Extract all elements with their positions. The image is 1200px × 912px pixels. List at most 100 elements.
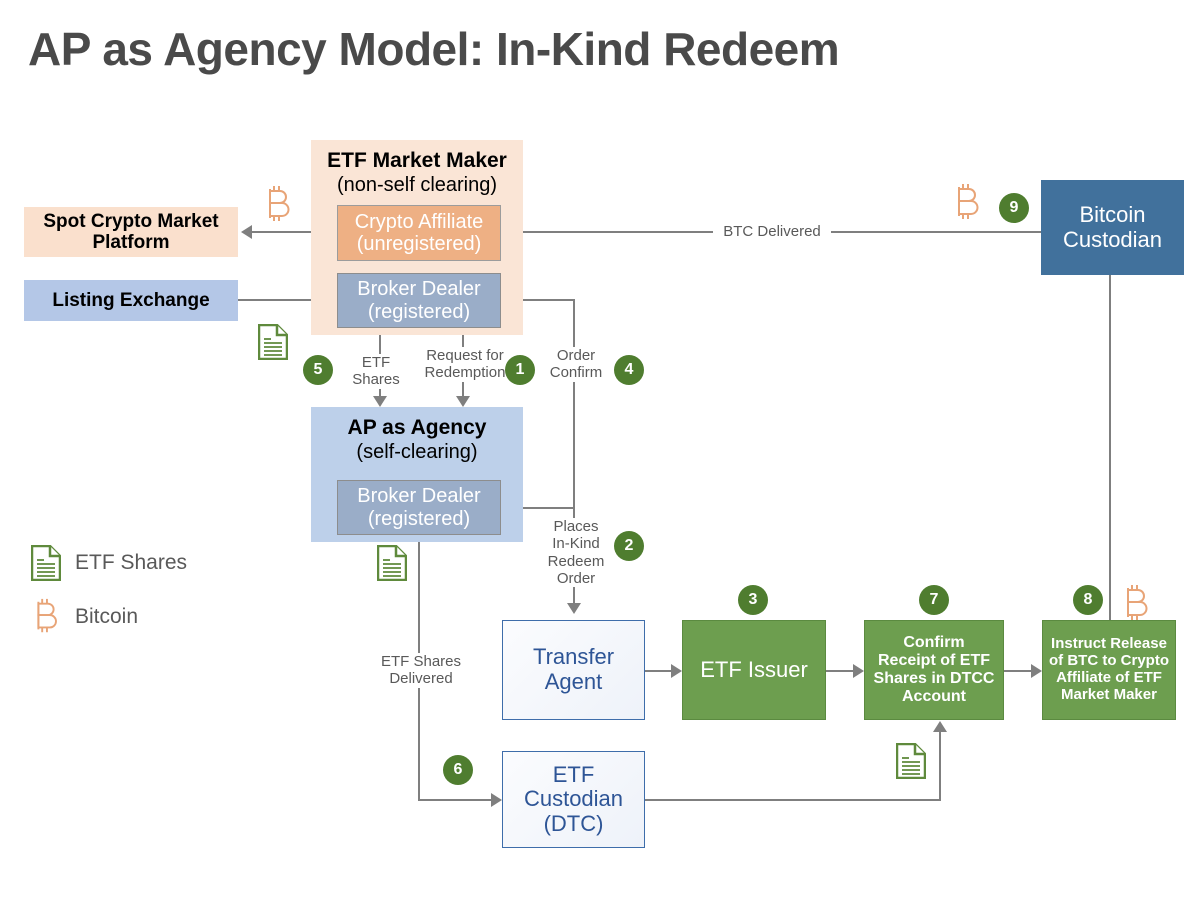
places-line3: Redeem [547,552,605,570]
ap-broker-dealer-line2: (registered) [367,507,471,530]
bitcoin-icon-near-mm [269,186,290,221]
arrowhead-confirm-receipt [853,664,864,678]
transfer-agent-line1: Transfer [532,644,615,670]
edge-transfer-agent-to-etf-issuer [645,670,671,672]
bitcoin-icon-near-instruct-release [1127,585,1148,620]
etf-custodian-line2: Custodian [523,786,624,812]
step-badge-7: 7 [919,585,949,615]
step-badge-8: 8 [1073,585,1103,615]
arrowhead-ap-etf-shares [373,396,387,407]
arrowhead-instruct-release [1031,664,1042,678]
transfer-agent-line2: Agent [544,669,603,694]
document-icon-legend [31,545,61,581]
node-instruct-release[interactable]: Instruct Release of BTC to Crypto Affili… [1042,620,1176,720]
places-line4: Order [556,569,596,587]
node-etf-custodian[interactable]: ETF Custodian (DTC) [502,751,645,848]
step-badge-6: 6 [443,755,473,785]
node-spot-crypto-market-platform[interactable]: Spot Crypto Market Platform [24,207,238,257]
arrowhead-confirm-receipt-bottom [933,721,947,732]
legend-item-bitcoin: Bitcoin [31,597,138,637]
mm-broker-dealer-line2: (registered) [367,300,471,323]
step-5-number: 5 [313,361,323,378]
etf-custodian-line3: (DTC) [543,810,604,836]
crypto-affiliate-line2: (unregistered) [356,233,482,255]
node-bitcoin-custodian[interactable]: Bitcoin Custodian [1041,180,1184,275]
step-9-number: 9 [1009,199,1019,216]
arrowhead-ap-request-redemption [456,396,470,407]
label-etf-shares: ETF Shares [333,354,419,389]
bitcoin-custodian-line1: Bitcoin [1079,201,1146,227]
bitcoin-icon-near-bitcoin-custodian [958,184,979,219]
bitcoin-icon-legend [37,598,57,633]
node-confirm-receipt[interactable]: Confirm Receipt of ETF Shares in DTCC Ac… [864,620,1004,720]
ap-agency-title: AP as Agency [347,416,487,439]
edge-instruct-release-to-bitcoin-custodian [1109,275,1111,623]
node-listing-exchange[interactable]: Listing Exchange [24,280,238,321]
edge-etf-custodian-to-confirm-vertical [939,732,941,800]
document-icon-near-mm [258,324,288,360]
order-confirm-line2: Confirm [549,364,603,382]
label-request-for-redemption: Request for Redemption [416,347,514,382]
crypto-affiliate-line1: Crypto Affiliate [354,210,484,233]
arrowhead-etf-issuer [671,664,682,678]
label-etf-shares-delivered: ETF Shares Delivered [372,653,470,688]
label-btc-delivered: BTC Delivered [713,223,831,241]
confirm-receipt-line2: Receipt of ETF [877,652,990,670]
node-etf-issuer[interactable]: ETF Issuer [682,620,826,720]
step-badge-9: 9 [999,193,1029,223]
arrowhead-spot-crypto [241,225,252,239]
edge-crypto-affiliate-to-spot-crypto [252,231,326,233]
page-title: AP as Agency Model: In-Kind Redeem [28,23,840,75]
step-3-number: 3 [748,591,758,608]
node-ap-broker-dealer[interactable]: Broker Dealer (registered) [337,480,501,535]
step-2-number: 2 [624,537,634,554]
edge-etf-shares-delivered-horizontal [418,799,491,801]
ap-broker-dealer-line1: Broker Dealer [357,485,481,508]
step-badge-1: 1 [505,355,535,385]
etf-shares-text: ETF Shares [352,354,400,389]
etf-custodian-line1: ETF [552,761,595,787]
order-confirm-line1: Order [556,347,596,364]
spot-crypto-label: Spot Crypto Market Platform [43,210,219,253]
edge-etf-issuer-to-confirm-receipt [826,670,853,672]
arrowhead-transfer-agent [567,603,581,614]
confirm-receipt-line4: Account [902,687,966,705]
step-6-number: 6 [453,761,463,778]
node-transfer-agent[interactable]: Transfer Agent [502,620,645,720]
instruct-release-line3: Affiliate of ETF [1056,669,1162,686]
arrowhead-etf-custodian [491,793,502,807]
etf-issuer-label: ETF Issuer [700,656,808,682]
ap-agency-subtitle: (self-clearing) [356,440,478,463]
document-icon-near-ap [377,545,407,581]
step-badge-3: 3 [738,585,768,615]
edge-listing-exchange-to-mm-broker-dealer [238,299,322,301]
node-mm-broker-dealer[interactable]: Broker Dealer (registered) [337,273,501,328]
mm-broker-dealer-line1: Broker Dealer [357,278,481,301]
btc-delivered-text: BTC Delivered [723,223,821,240]
label-places-in-kind-redeem-order: Places In-Kind Redeem Order [537,518,615,587]
instruct-release-line1: Instruct Release [1051,635,1167,653]
step-badge-5: 5 [303,355,333,385]
listing-exchange-label: Listing Exchange [52,289,210,311]
edge-etf-custodian-to-confirm-horizontal [645,799,941,801]
confirm-receipt-line3: Shares in DTCC [873,670,995,687]
step-4-number: 4 [624,361,634,378]
instruct-release-line2: of BTC to Crypto [1049,652,1169,670]
edge-order-confirm-vertical [573,299,575,508]
legend-item-etf-shares: ETF Shares [31,545,187,581]
label-order-confirm: Order Confirm [537,347,615,382]
legend-label-bitcoin: Bitcoin [75,605,139,628]
places-line2: In-Kind [552,535,600,553]
node-crypto-affiliate[interactable]: Crypto Affiliate (unregistered) [337,205,501,261]
edge-confirm-receipt-to-instruct-release [1004,670,1031,672]
edge-order-confirm-horizontal-bottom [500,507,574,509]
step-1-number: 1 [515,361,525,378]
etf-shares-delivered-line2: Delivered [389,670,453,688]
request-redemption-line1: Request for [426,347,504,364]
step-7-number: 7 [929,591,939,608]
step-badge-2: 2 [614,531,644,561]
instruct-release-line4: Market Maker [1061,685,1157,703]
edge-order-confirm-horizontal-top [512,299,574,301]
request-redemption-line2: Redemption [424,364,506,382]
confirm-receipt-line1: Confirm [903,634,965,652]
